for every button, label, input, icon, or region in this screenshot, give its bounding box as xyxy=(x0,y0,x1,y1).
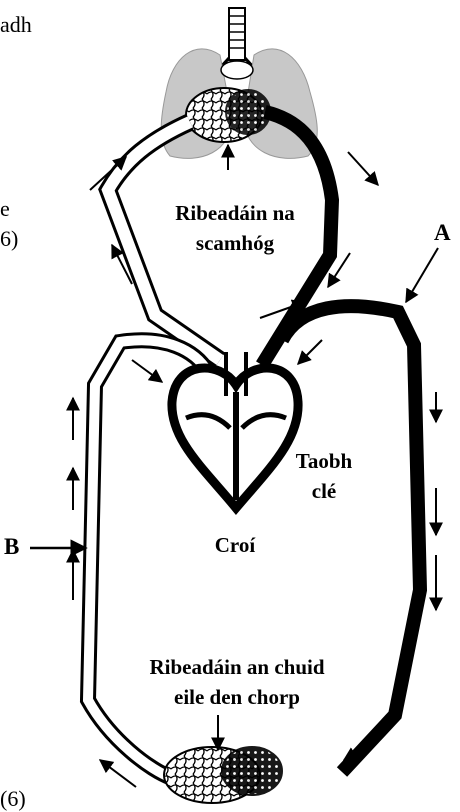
body-capillaries-label-line2: eile den chorp xyxy=(122,682,352,712)
heart xyxy=(172,352,298,508)
fragment-mid1: e xyxy=(0,196,10,222)
left-side-label: Taobh clé xyxy=(294,446,354,506)
fragment-mid2: 6) xyxy=(0,226,18,252)
left-side-label-line1: Taobh xyxy=(294,446,354,476)
fragment-top: adh xyxy=(0,12,32,38)
lung-capillaries-label-line2: scamhóg xyxy=(160,228,310,258)
lung-capillaries-label: Ribeadáin na scamhóg xyxy=(160,198,310,258)
body-capillaries xyxy=(164,747,282,803)
body-capillaries-label-line1: Ribeadáin an chuid xyxy=(122,652,352,682)
lung-capillaries-label-line1: Ribeadáin na xyxy=(160,198,310,228)
left-side-label-line2: clé xyxy=(294,476,354,506)
heart-label: Croí xyxy=(200,530,270,560)
body-capillaries-label: Ribeadáin an chuid eile den chorp xyxy=(122,652,352,712)
label-b: B xyxy=(4,534,19,560)
fragment-bottom: (6) xyxy=(0,786,26,812)
pointer-a xyxy=(406,248,438,302)
label-a: A xyxy=(434,220,451,246)
